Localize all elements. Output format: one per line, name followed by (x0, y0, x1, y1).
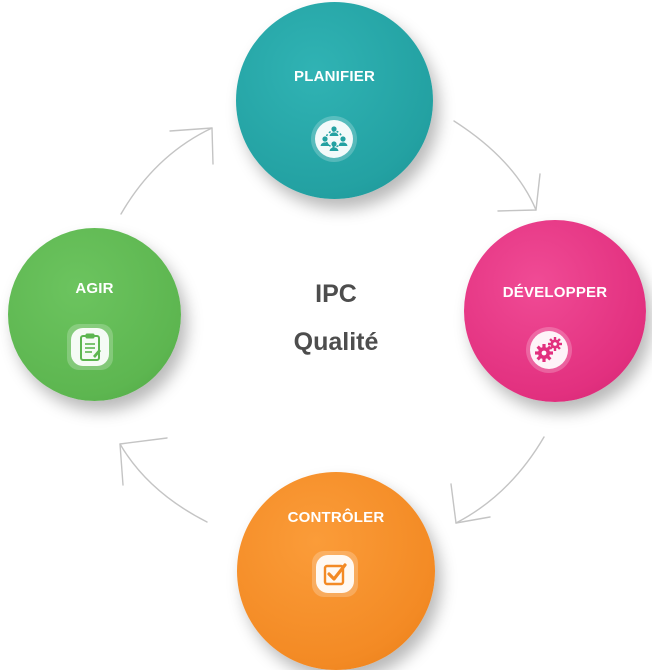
arrowhead-agir-to-planifier (169, 127, 214, 165)
arrow-developper-to-controler (455, 436, 545, 524)
node-label-developper: DÉVELOPPER (502, 284, 608, 301)
node-developper[interactable]: DÉVELOPPER (464, 220, 646, 402)
node-label-agir: AGIR (75, 280, 114, 297)
arrow-controler-to-agir (119, 443, 208, 523)
node-label-planifier: PLANIFIER (294, 68, 375, 85)
node-controler[interactable]: CONTRÔLER (237, 472, 435, 670)
node-label-controler: CONTRÔLER (287, 509, 385, 526)
node-agir[interactable]: AGIR (8, 228, 181, 401)
arrowhead-planifier-to-developper (497, 173, 541, 212)
center-title-line-1: IPC (315, 280, 357, 308)
clipboard-icon (67, 324, 113, 370)
node-planifier[interactable]: PLANIFIER (236, 2, 433, 199)
center-title-line-2: Qualité (293, 328, 379, 356)
arrowhead-developper-to-controler (450, 483, 491, 524)
arrowhead-controler-to-agir (119, 437, 168, 486)
arrow-planifier-to-developper (453, 120, 537, 211)
people-network-icon (311, 116, 357, 162)
checkbox-checked-icon (312, 551, 358, 597)
arrow-agir-to-planifier (120, 127, 213, 215)
pdca-cycle-diagram: PLANIFIER DÉVELOPPER (8, 2, 646, 670)
cycle-arrows (119, 120, 545, 524)
gears-icon (526, 327, 572, 373)
